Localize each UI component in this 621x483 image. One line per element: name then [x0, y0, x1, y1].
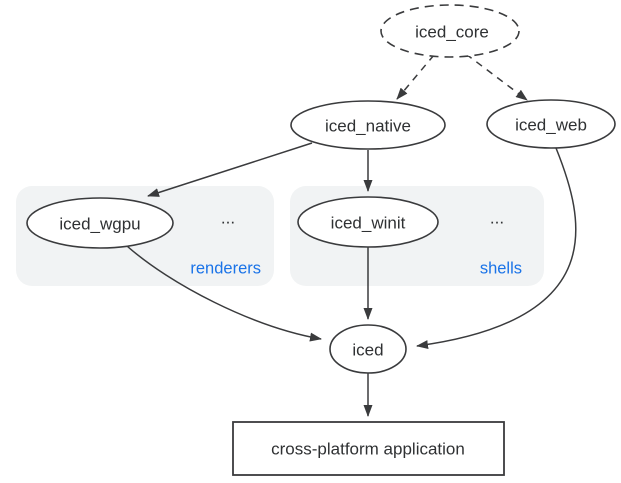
node-iced-winit-ellipse	[297, 196, 439, 248]
node-iced-native-label: iced_native	[325, 116, 411, 135]
edge-iced-core-to-iced-web	[465, 53, 528, 101]
node-iced-wgpu-ellipse	[26, 197, 174, 249]
edge-iced-web-to-iced	[416, 147, 577, 349]
node-iced-label: iced	[352, 340, 383, 359]
node-iced-native-ellipse	[290, 100, 446, 150]
ellipsis-renderers: ...	[221, 208, 235, 227]
node-iced-wgpu-label: iced_wgpu	[59, 214, 140, 233]
node-iced-web-label: iced_web	[515, 115, 587, 134]
node-iced-web-ellipse	[486, 99, 616, 149]
ellipsis-shells: ...	[490, 208, 504, 227]
group-renderers-label: renderers	[190, 259, 261, 277]
node-iced-core-ellipse	[380, 4, 520, 58]
node-iced-core-label: iced_core	[415, 22, 489, 41]
edge-iced-core-to-iced-native	[396, 54, 435, 100]
node-application-label: cross-platform application	[271, 439, 465, 458]
group-shells-label: shells	[480, 259, 522, 277]
node-application-rect	[232, 421, 505, 476]
edge-iced-wgpu-to-iced	[126, 245, 322, 342]
edge-iced-native-to-iced-wgpu	[147, 142, 313, 197]
node-iced-winit-label: iced_winit	[331, 213, 406, 232]
node-iced-ellipse	[329, 324, 407, 374]
